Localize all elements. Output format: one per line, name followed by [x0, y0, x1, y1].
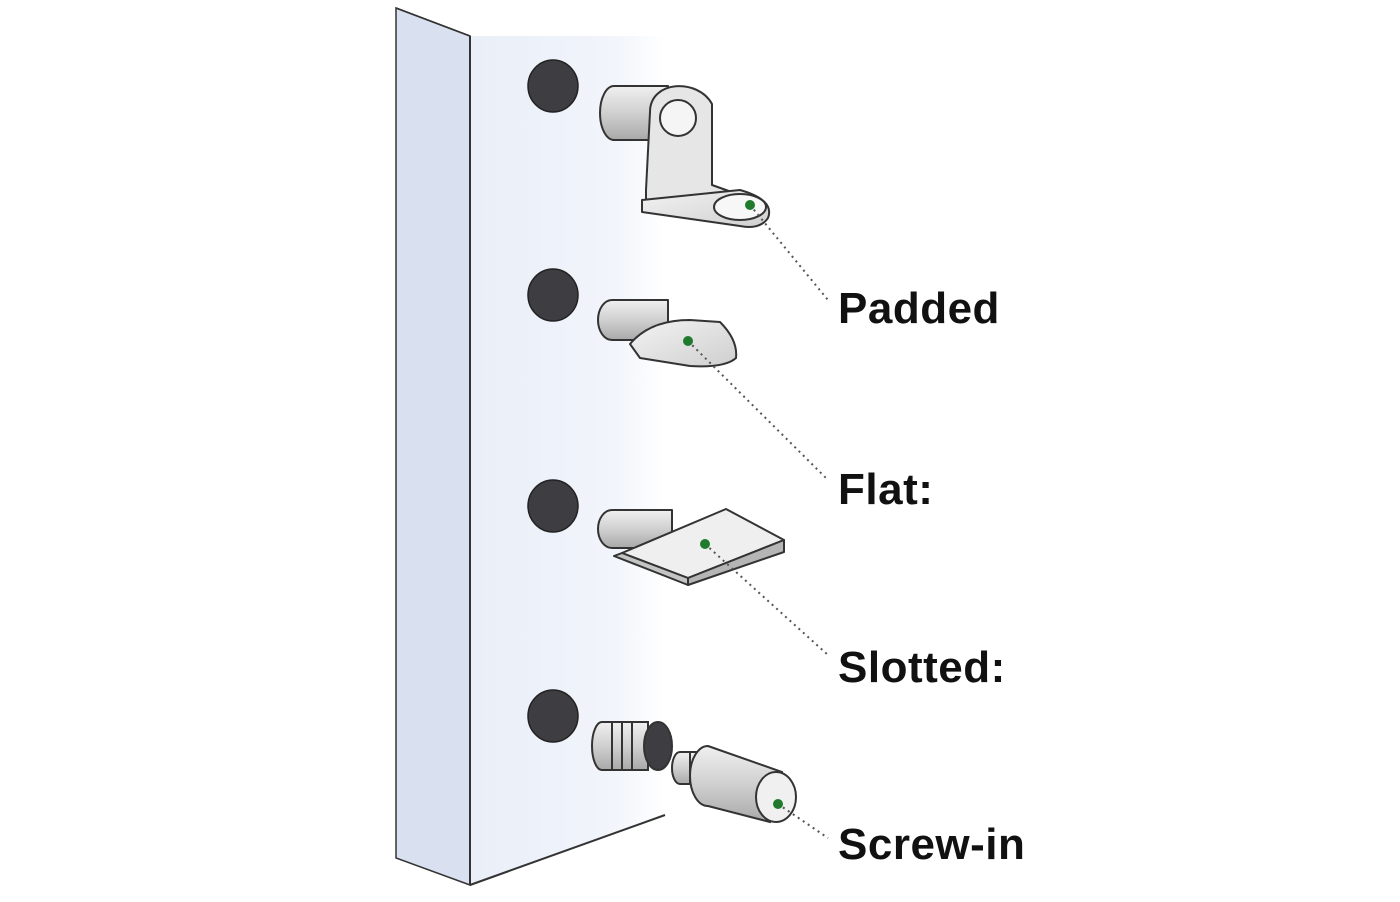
screw-in-insert	[591, 721, 673, 771]
hole-3	[527, 479, 579, 533]
pin-holes	[527, 59, 579, 743]
label-screw-in: Screw-in	[838, 820, 1026, 869]
panel-front-face	[470, 36, 665, 885]
label-padded: Padded	[838, 284, 1000, 333]
screw-in-pin	[671, 744, 797, 824]
marker-padded	[745, 200, 755, 210]
padded-pin	[599, 85, 771, 228]
label-slotted: Slotted:	[838, 643, 1006, 692]
flat-pin	[597, 299, 738, 368]
hole-4	[527, 689, 579, 743]
leader-padded	[749, 204, 829, 301]
label-flat: Flat:	[838, 465, 934, 514]
hole-2	[527, 268, 579, 322]
panel-side-face	[395, 6, 471, 887]
leader-screw-in	[777, 803, 829, 839]
leader-slotted	[704, 543, 829, 656]
leader-lines	[687, 204, 829, 839]
panel	[395, 6, 666, 887]
marker-flat	[683, 336, 693, 346]
markers	[683, 200, 783, 809]
marker-slotted	[700, 539, 710, 549]
hole-1	[527, 59, 579, 113]
marker-screw-in	[773, 799, 783, 809]
